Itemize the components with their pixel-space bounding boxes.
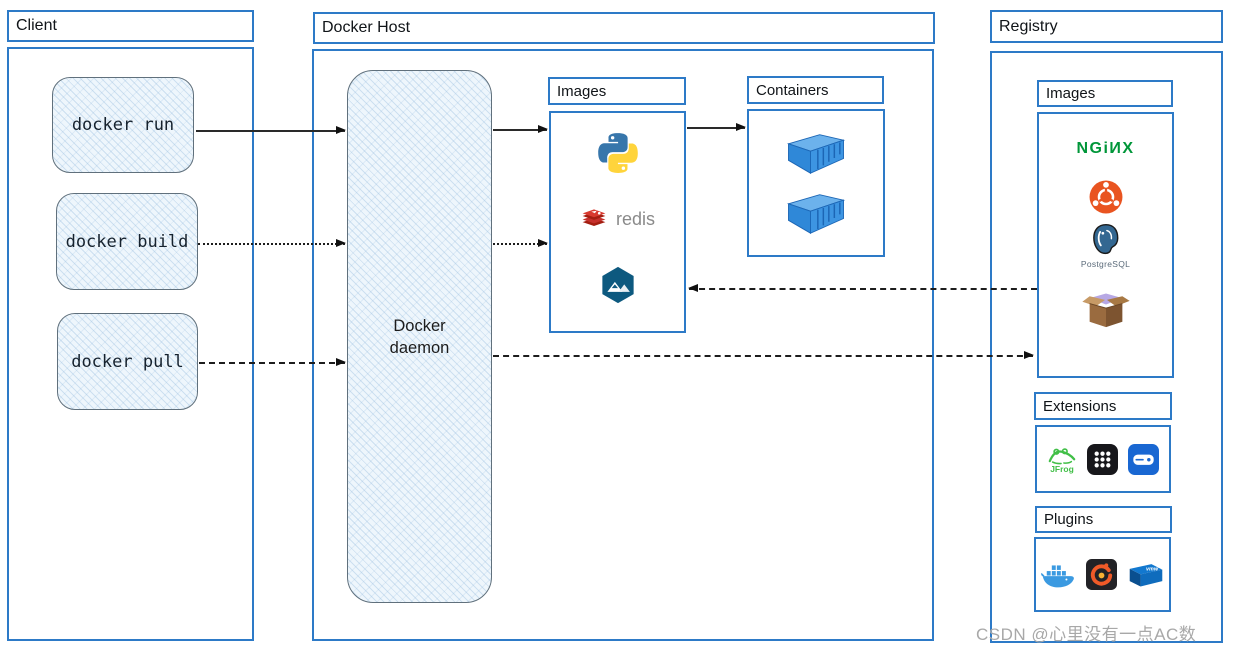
arrow-shaft	[687, 127, 745, 129]
vmware-icon: vmw	[1129, 563, 1163, 587]
client-title-box: Client	[7, 10, 254, 42]
docker-build-label: docker build	[65, 231, 189, 252]
docker-host-title: Docker Host	[322, 19, 411, 36]
docker-host-title-box: Docker Host	[313, 12, 935, 44]
host-images-title: Images	[557, 82, 607, 100]
jfrog-icon	[1048, 447, 1076, 464]
arrowhead-right	[336, 358, 346, 366]
extensions-panel: JFrog	[1035, 425, 1171, 493]
redis-label: redis	[615, 208, 655, 229]
docker-run-box: docker run	[52, 77, 194, 173]
drive-icon	[1128, 443, 1159, 475]
extensions-title: Extensions	[1043, 397, 1117, 415]
docker-daemon-label-line1: Docker	[393, 316, 446, 335]
plugins-title-box: Plugins	[1035, 506, 1172, 533]
extensions-title-box: Extensions	[1034, 392, 1172, 420]
grafana-icon	[1086, 559, 1117, 590]
arrowhead-right	[736, 123, 746, 131]
jfrog-label: JFrog	[1050, 463, 1074, 474]
watermark: CSDN @心里没有一点AC数	[976, 625, 1197, 644]
arrow-shaft	[493, 129, 547, 131]
docker-build-box: docker build	[56, 193, 198, 290]
redis-row: redis	[580, 207, 655, 231]
busybox-icon	[1081, 293, 1130, 328]
registry-images-title: Images	[1046, 85, 1096, 102]
host-images-panel: redis	[549, 111, 686, 333]
arrow-shaft	[198, 243, 345, 245]
vmware-label: vmw	[1146, 566, 1159, 572]
registry-images-title-box: Images	[1037, 80, 1173, 107]
arrowhead-right	[1024, 351, 1034, 359]
plugins-title: Plugins	[1044, 511, 1094, 528]
plugins-panel: vmw	[1034, 537, 1171, 612]
docker-daemon-box: Docker daemon	[347, 70, 492, 603]
docker-pull-box: docker pull	[57, 313, 198, 410]
jfrog-block: JFrog	[1047, 446, 1077, 473]
registry-title-box: Registry	[990, 10, 1223, 43]
redis-icon	[582, 209, 606, 226]
host-images-title-box: Images	[548, 77, 686, 105]
registry-title: Registry	[999, 17, 1058, 35]
docker-daemon-label-line2: daemon	[389, 338, 450, 357]
docker-run-label: docker run	[71, 115, 175, 135]
arrow-shaft	[493, 243, 547, 245]
containers-title: Containers	[756, 81, 829, 99]
arrow-shaft	[493, 355, 1033, 357]
arrowhead-right	[336, 126, 346, 134]
arrowhead-left	[688, 284, 698, 292]
registry-images-panel: NGiИX PostgreSQL	[1037, 112, 1174, 378]
container-icon	[786, 194, 846, 234]
arrow-shaft	[196, 130, 345, 132]
alpine-icon	[601, 266, 634, 304]
arrowhead-right	[538, 239, 548, 247]
postgresql-label: PostgreSQL	[1080, 259, 1131, 269]
containers-panel	[747, 109, 885, 257]
containers-title-box: Containers	[747, 76, 884, 104]
ubuntu-icon	[1089, 180, 1122, 214]
python-icon	[597, 133, 638, 173]
arrow-shaft	[199, 362, 345, 364]
client-title: Client	[16, 17, 57, 34]
container-icon	[786, 134, 846, 174]
docker-whale-icon	[1041, 564, 1074, 587]
postgresql-icon	[1092, 223, 1118, 255]
arrow-shaft	[689, 288, 1037, 290]
nginx-icon: NGiИX	[1076, 140, 1135, 157]
app-grid-icon	[1087, 443, 1118, 475]
arrowhead-right	[538, 125, 548, 133]
docker-pull-label: docker pull	[71, 351, 184, 372]
arrowhead-right	[336, 239, 346, 247]
postgresql-block: PostgreSQL	[1081, 222, 1130, 269]
